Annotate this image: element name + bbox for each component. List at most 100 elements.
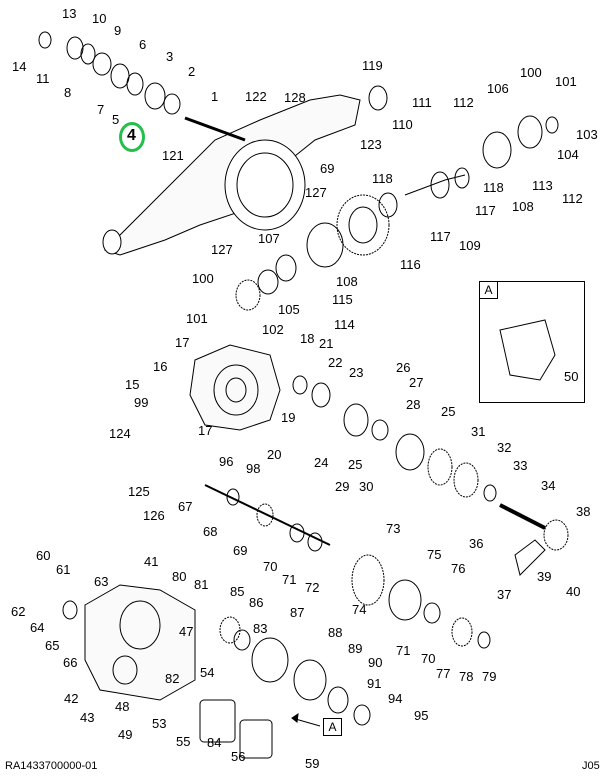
callout-10: 10	[92, 11, 107, 26]
housing-end-left	[102, 229, 122, 255]
callout-83: 83	[253, 621, 268, 636]
callout-18: 18	[300, 331, 315, 346]
callout-42: 42	[64, 691, 79, 706]
detail-tag: A	[480, 282, 498, 299]
callout-108a: 108	[512, 199, 534, 214]
ring-gear	[336, 194, 390, 256]
callout-70b: 70	[421, 651, 436, 666]
callout-61: 61	[56, 562, 71, 577]
carrier-housing	[189, 344, 281, 431]
callout-87: 87	[290, 605, 305, 620]
callout-123: 123	[360, 137, 382, 152]
callout-75: 75	[427, 547, 442, 562]
callout-36: 36	[469, 536, 484, 551]
callout-34: 34	[541, 478, 556, 493]
callout-114: 114	[334, 317, 355, 332]
callout-117b: 117	[430, 229, 451, 244]
callout-112b: 112	[562, 191, 583, 206]
callout-23: 23	[349, 365, 364, 380]
callout-49: 49	[118, 727, 133, 742]
callout-117a: 117	[475, 203, 496, 218]
callout-48: 48	[115, 699, 130, 714]
callout-89: 89	[348, 641, 363, 656]
callout-125: 125	[128, 484, 150, 499]
highlight-circle	[119, 122, 145, 152]
callout-100: 100	[520, 65, 542, 80]
callout-82: 82	[165, 671, 180, 686]
callout-73: 73	[386, 521, 401, 536]
callout-110: 110	[392, 117, 413, 132]
callout-55: 55	[176, 734, 191, 749]
callout-47: 47	[179, 624, 194, 639]
callout-41: 41	[144, 554, 159, 569]
callout-32: 32	[497, 440, 512, 455]
callout-113: 113	[532, 178, 553, 193]
callout-6: 6	[139, 37, 147, 52]
callout-53: 53	[152, 716, 167, 731]
callout-20: 20	[267, 447, 282, 462]
callout-21: 21	[319, 336, 334, 351]
callout-116: 116	[400, 257, 421, 272]
callout-65: 65	[45, 638, 60, 653]
callout-78: 78	[459, 669, 474, 684]
callout-62: 62	[11, 604, 26, 619]
callout-81: 81	[194, 577, 209, 592]
callout-39: 39	[537, 569, 552, 584]
callout-71b: 71	[396, 643, 411, 658]
lower-housing	[84, 584, 196, 701]
callout-17a: 17	[175, 335, 190, 350]
callout-127a: 127	[305, 185, 327, 200]
callout-43: 43	[80, 710, 95, 725]
callout-115: 115	[332, 292, 353, 307]
callout-59: 59	[305, 756, 320, 771]
callout-99: 99	[134, 395, 149, 410]
callout-101: 101	[555, 74, 577, 89]
callout-28: 28	[406, 397, 421, 412]
callout-11: 11	[36, 71, 50, 86]
callout-111: 111	[412, 95, 432, 110]
callout-24: 24	[314, 455, 329, 470]
callout-25b: 25	[348, 457, 363, 472]
callout-66: 66	[63, 655, 78, 670]
callout-106: 106	[487, 81, 509, 96]
callout-79: 79	[482, 669, 497, 684]
callout-127b: 127	[211, 242, 233, 257]
highlight-number: 4	[127, 127, 136, 144]
callout-95: 95	[414, 708, 429, 723]
callout-90: 90	[368, 655, 383, 670]
callout-86: 86	[249, 595, 264, 610]
callout-9: 9	[114, 23, 122, 38]
callout-104: 104	[557, 147, 579, 162]
callout-22: 22	[328, 355, 343, 370]
callout-54: 54	[200, 665, 215, 680]
callout-109: 109	[459, 238, 481, 253]
callout-1: 1	[211, 89, 219, 104]
callout-118b: 118	[483, 180, 504, 195]
callout-17b: 17	[198, 423, 213, 438]
callout-108b: 108	[336, 274, 358, 289]
callout-63: 63	[94, 574, 109, 589]
callout-84: 84	[207, 735, 222, 750]
callout-80: 80	[172, 569, 187, 584]
callout-91: 91	[367, 676, 382, 691]
drawing-code: RA1433700000-01	[5, 760, 98, 772]
callout-33: 33	[513, 458, 528, 473]
detail-label: 50	[564, 369, 579, 384]
callout-15: 15	[125, 377, 140, 392]
callout-31: 31	[471, 424, 486, 439]
callout-72: 72	[305, 580, 320, 595]
callout-29: 29	[335, 479, 350, 494]
callout-14: 14	[12, 59, 27, 74]
callout-60: 60	[36, 548, 51, 563]
callout-40: 40	[566, 584, 581, 599]
detail-view-box: A 50	[479, 281, 585, 403]
callout-38: 38	[576, 504, 591, 519]
callout-3: 3	[166, 49, 174, 64]
callout-121: 121	[162, 148, 184, 163]
callout-126: 126	[143, 508, 165, 523]
callout-70a: 70	[263, 559, 278, 574]
callout-56: 56	[231, 749, 246, 764]
callout-103: 103	[576, 127, 598, 142]
callout-105: 105	[278, 302, 300, 317]
